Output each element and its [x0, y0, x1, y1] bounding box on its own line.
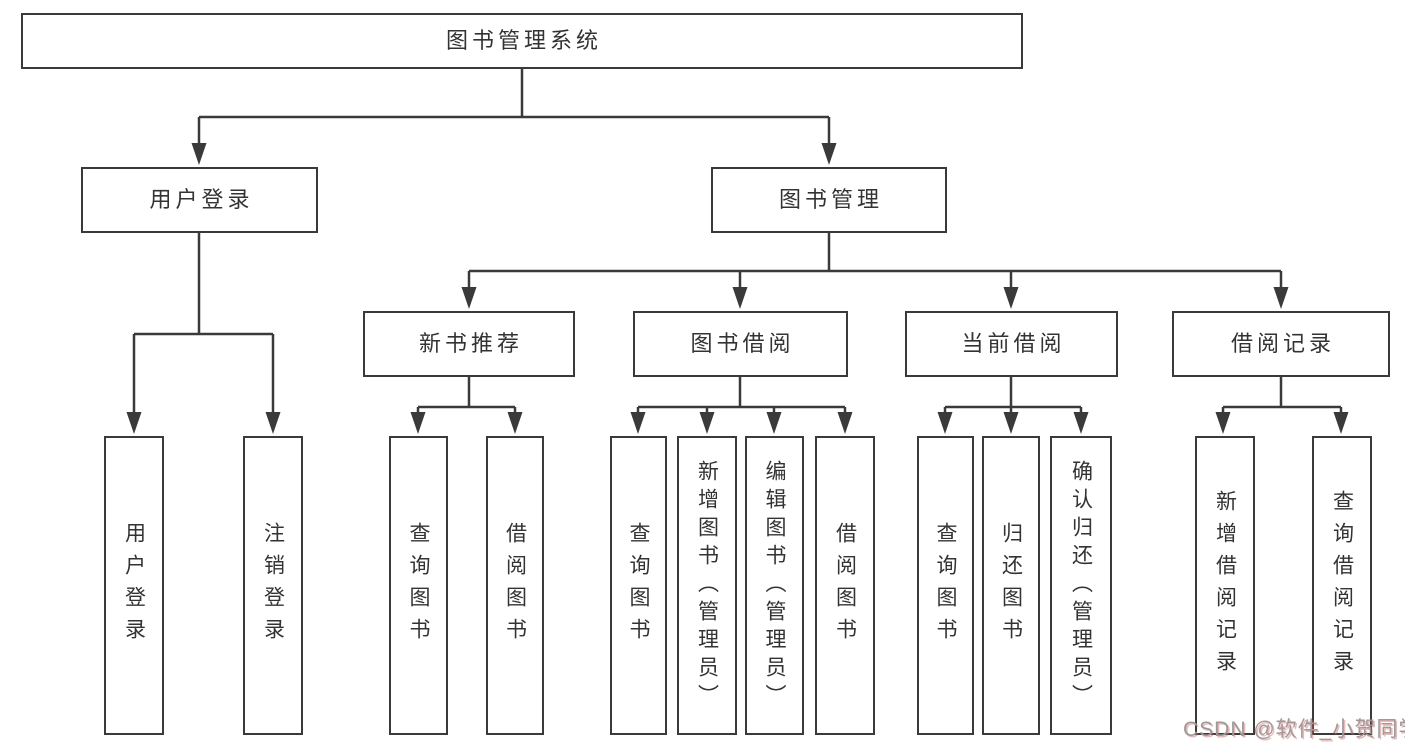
node-book-borrowing-label: 图书借阅	[690, 331, 795, 356]
leaf-query-book-current-label: 查询图书	[934, 521, 957, 650]
node-new-book-recommendation-label: 新书推荐	[418, 331, 523, 356]
leaf-borrow-book-recommend-label: 借阅图书	[503, 521, 527, 650]
leaf-user-login: 用户登录	[104, 436, 164, 735]
node-book-borrowing: 图书借阅	[633, 311, 848, 377]
node-user-login-label: 用户登录	[149, 187, 254, 212]
edge-borrowing-records-to-leaves	[1215, 377, 1349, 434]
leaf-query-book-borrowing-label: 查询图书	[627, 521, 650, 650]
node-book-management: 图书管理	[711, 167, 947, 233]
edge-root-to-level2	[191, 69, 837, 165]
leaf-add-book-admin: 新增图书（管理员）	[677, 436, 737, 735]
leaf-edit-book-admin-label: 编辑图书（管理员）	[763, 459, 786, 712]
leaf-query-borrow-record-label: 查询借阅记录	[1330, 489, 1354, 682]
leaf-add-borrow-record: 新增借阅记录	[1195, 436, 1255, 735]
edge-book-borrowing-to-leaves	[630, 377, 853, 434]
leaf-confirm-return-admin: 确认归还（管理员）	[1050, 436, 1112, 735]
leaf-logout-label: 注销登录	[261, 521, 285, 650]
node-borrowing-records-label: 借阅记录	[1230, 331, 1335, 356]
leaf-query-borrow-record: 查询借阅记录	[1312, 436, 1372, 735]
leaf-query-book-recommend-label: 查询图书	[407, 521, 430, 650]
leaf-query-book-recommend: 查询图书	[389, 436, 448, 735]
leaf-add-borrow-record-label: 新增借阅记录	[1213, 489, 1237, 682]
csdn-watermark: CSDN @软件_小贺同学	[1183, 718, 1405, 741]
node-root: 图书管理系统	[21, 13, 1023, 69]
leaf-logout: 注销登录	[243, 436, 303, 735]
edge-user-login-to-leaves	[126, 233, 281, 434]
node-new-book-recommendation: 新书推荐	[363, 311, 575, 377]
leaf-borrow-book-borrowing: 借阅图书	[815, 436, 875, 735]
leaf-return-book: 归还图书	[982, 436, 1040, 735]
leaf-query-book-current: 查询图书	[917, 436, 974, 735]
leaf-user-login-label: 用户登录	[122, 521, 146, 650]
node-book-management-label: 图书管理	[778, 187, 883, 212]
edge-current-borrowing-to-leaves	[937, 377, 1089, 434]
node-user-login: 用户登录	[81, 167, 318, 233]
edge-book-management-to-level3	[461, 233, 1289, 309]
node-current-borrowing-label: 当前借阅	[961, 331, 1066, 356]
leaf-borrow-book-borrowing-label: 借阅图书	[833, 521, 857, 650]
leaf-confirm-return-admin-label: 确认归还（管理员）	[1069, 459, 1093, 712]
leaf-edit-book-admin: 编辑图书（管理员）	[745, 436, 804, 735]
node-current-borrowing: 当前借阅	[905, 311, 1118, 377]
leaf-add-book-admin-label: 新增图书（管理员）	[695, 459, 719, 712]
node-borrowing-records: 借阅记录	[1172, 311, 1390, 377]
edge-new-book-recommendation-to-leaves	[410, 377, 523, 434]
leaf-borrow-book-recommend: 借阅图书	[486, 436, 544, 735]
leaf-query-book-borrowing: 查询图书	[610, 436, 667, 735]
leaf-return-book-label: 归还图书	[999, 521, 1023, 650]
node-root-label: 图书管理系统	[445, 28, 602, 53]
